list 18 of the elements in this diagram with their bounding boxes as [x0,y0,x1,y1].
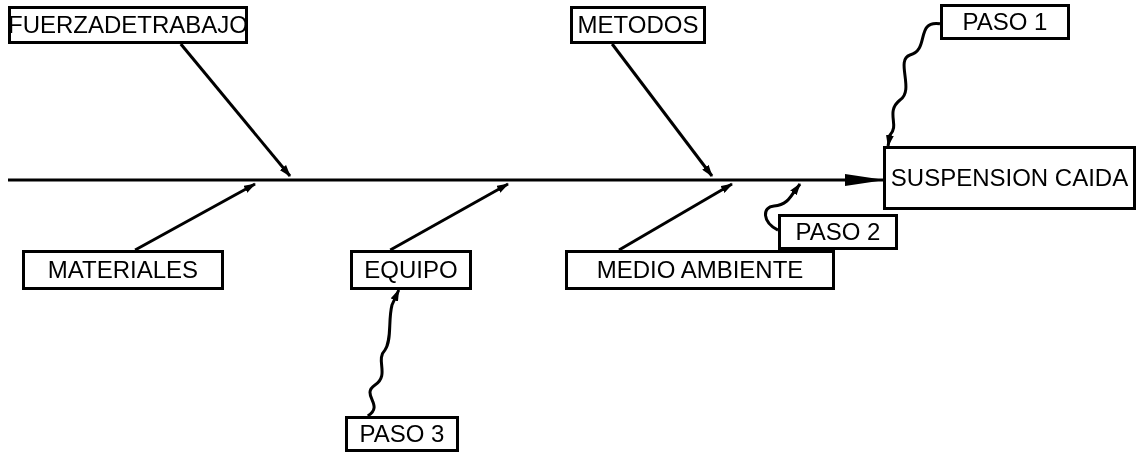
arrow [389,182,509,252]
spine-arrow [8,173,885,186]
wavy-arrow [366,289,401,418]
cause-box: MEDIO AMBIENTE [565,250,835,290]
cause-box: MATERIALES [22,250,224,290]
arrow [134,182,256,252]
cause-box: EQUIPO [350,250,472,290]
wavy-arrow [764,183,802,232]
arrow [610,43,714,177]
cause-box: FUERZADETRABAJO [8,6,248,44]
step-tag: PASO 3 [345,416,459,452]
cause-box: METODOS [570,6,706,44]
step-tag: PASO 2 [778,214,898,250]
wavy-arrow [886,22,941,147]
arrow [179,43,292,177]
effect-box: SUSPENSION CAIDA [883,146,1136,210]
arrow [618,182,733,252]
step-tag: PASO 1 [940,4,1070,40]
